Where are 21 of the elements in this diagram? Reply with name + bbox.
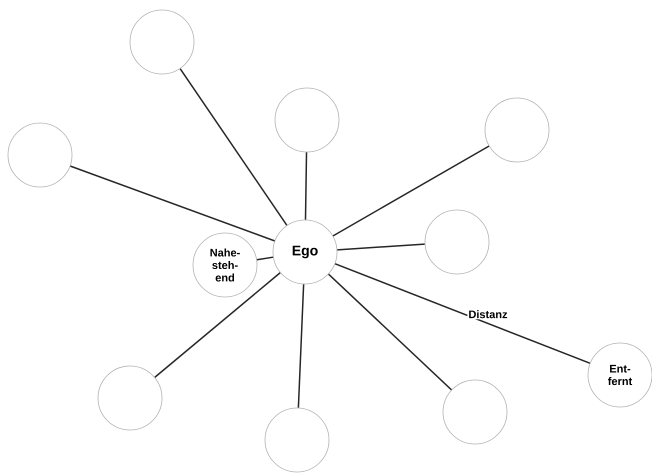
empty-circle <box>424 210 490 274</box>
circle-node: Ego <box>272 220 338 284</box>
connector-line <box>337 243 425 251</box>
connector-line <box>298 284 304 408</box>
connector-line <box>332 146 490 236</box>
connector-line <box>334 263 590 364</box>
connector-line <box>304 152 308 220</box>
connector-line <box>70 165 275 242</box>
connector-line <box>154 272 281 378</box>
empty-circle <box>274 88 340 152</box>
empty-circle <box>484 98 550 162</box>
empty-circle <box>442 380 508 444</box>
empty-circle <box>130 10 194 74</box>
edge-label: Distanz <box>467 309 509 320</box>
empty-circle <box>8 122 72 188</box>
connector-line <box>180 68 288 226</box>
connector-line <box>256 256 274 261</box>
connector-line <box>328 274 452 390</box>
empty-circle <box>98 366 162 430</box>
circle-node: Nahe- steh- end <box>192 232 258 298</box>
empty-circle <box>264 408 330 472</box>
